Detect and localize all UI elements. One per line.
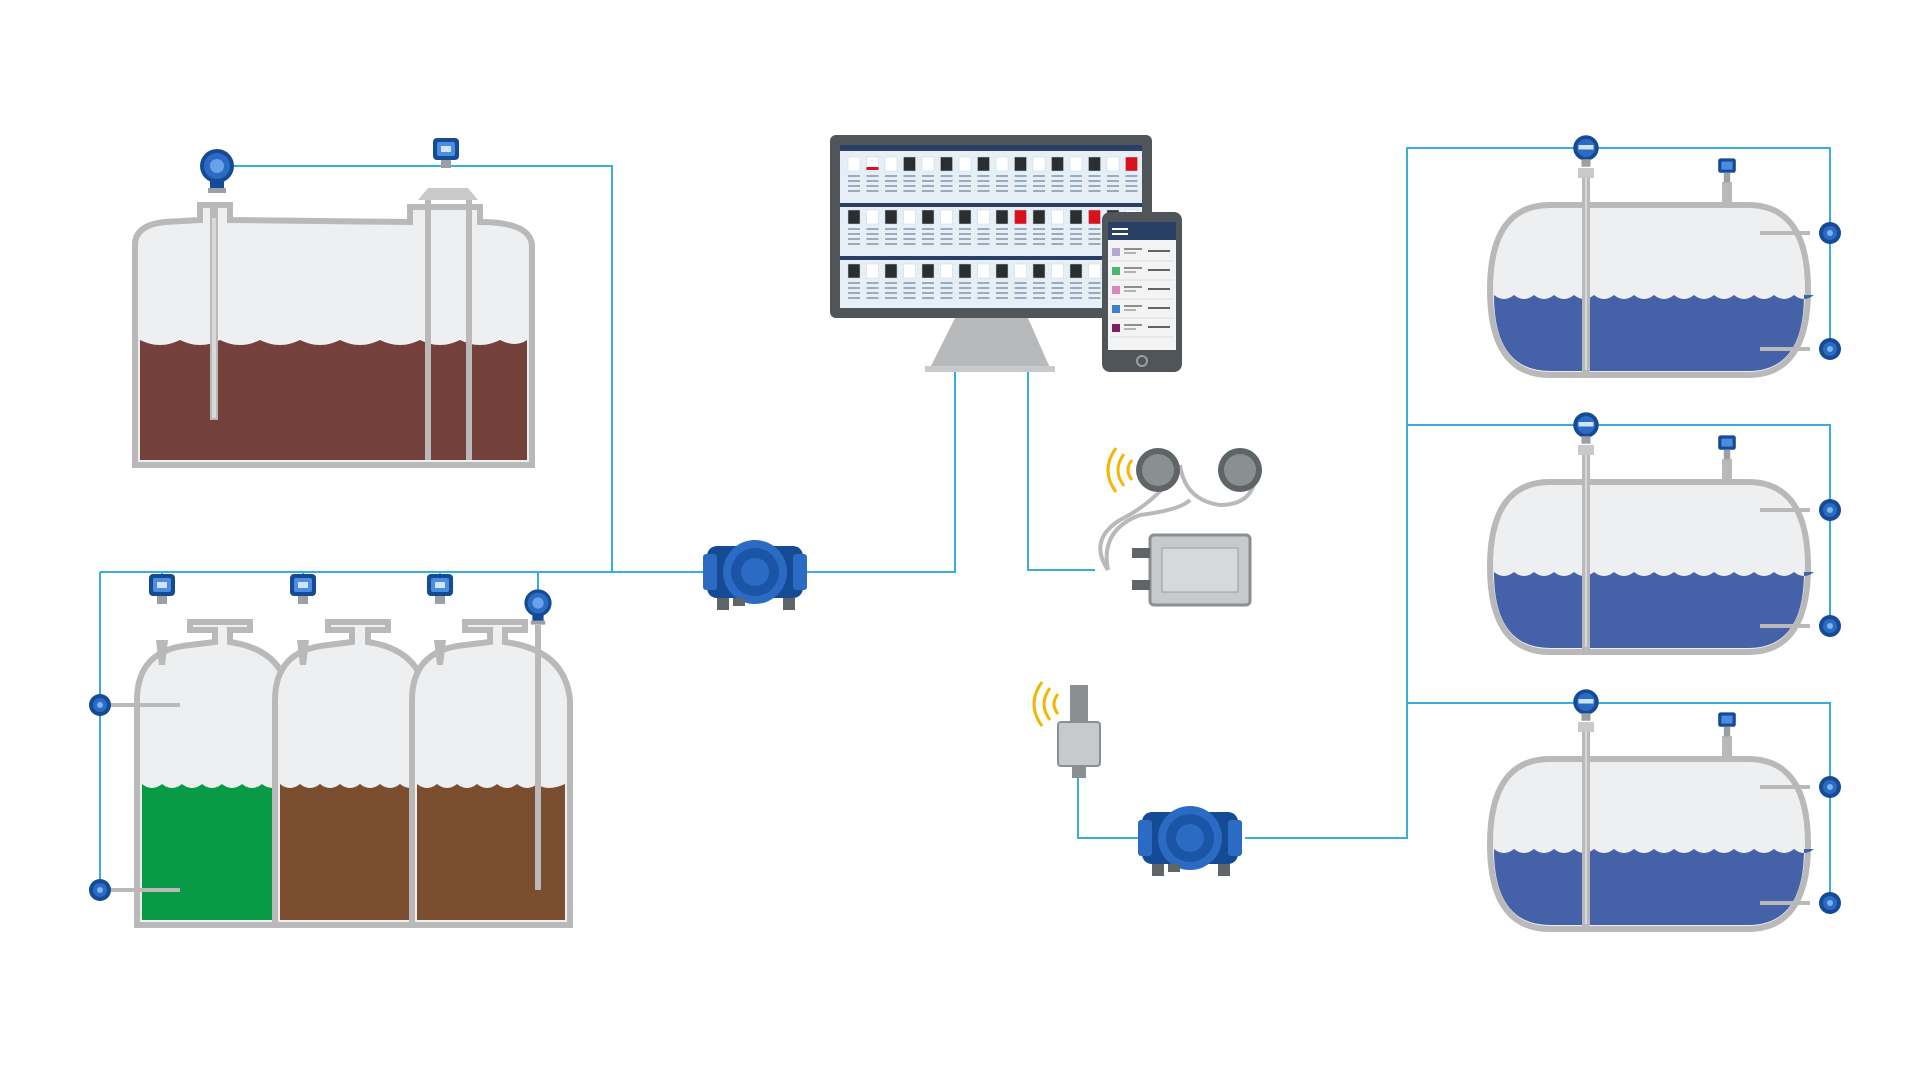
monitor-status-cell	[977, 156, 990, 192]
monitor-status-cell	[995, 209, 1009, 245]
monitor-status-cell	[1014, 209, 1027, 245]
horizontal-tank-group	[1486, 135, 1841, 932]
monitor-status-cell	[847, 209, 861, 245]
monitor-status-cell	[1032, 156, 1046, 192]
flange-mounted-sensor-icon	[1819, 615, 1841, 637]
monitor-status-cell	[903, 263, 916, 299]
monitor-status-cell	[1088, 263, 1101, 299]
monitor-status-cell	[884, 209, 898, 245]
wireless-signal-icon	[1106, 447, 1134, 493]
monitor-status-cell	[1088, 209, 1101, 245]
wireless-gateway-icon	[703, 540, 807, 610]
monitor-status-cell	[940, 156, 953, 192]
monitor-status-cell	[866, 156, 879, 192]
wireless-adapter-icon	[1057, 685, 1101, 778]
monitor-status-cell	[1088, 156, 1101, 192]
monitor-icon	[830, 135, 1152, 372]
guided-wave-radar-icon	[427, 574, 453, 604]
monitor-status-cell	[995, 156, 1009, 192]
guided-wave-radar-icon	[433, 138, 459, 168]
wireless-gateway-icon	[1138, 806, 1242, 876]
monitor-status-cell	[1032, 263, 1046, 299]
monitor-status-cell	[958, 209, 972, 245]
monitor-status-cell	[847, 156, 861, 192]
phone-list-item	[1110, 305, 1174, 319]
monitor-status-cell	[940, 263, 953, 299]
radar-level-transmitter-icon	[524, 589, 552, 625]
phone-item-list	[1110, 248, 1174, 338]
monitor-status-cell	[884, 156, 898, 192]
radar-level-transmitter-icon	[200, 149, 234, 193]
flange-mounted-sensor-icon	[1819, 338, 1841, 360]
monitor-status-cell	[1069, 263, 1083, 299]
monitor-status-cell	[977, 263, 990, 299]
monitor-status-cell	[1014, 156, 1027, 192]
guided-wave-radar-icon	[149, 574, 175, 604]
monitor-status-cell	[1106, 156, 1120, 192]
monitor-status-cell	[921, 156, 935, 192]
horizontal-tank	[1486, 412, 1841, 655]
monitor-status-cell	[977, 209, 990, 245]
dome-tank	[132, 188, 535, 468]
monitor-status-cell	[1032, 209, 1046, 245]
monitor-status-cell	[995, 263, 1009, 299]
monitor-status-cell	[958, 263, 972, 299]
flange-mounted-sensor-icon	[89, 694, 111, 716]
monitor-status-cell	[866, 263, 879, 299]
phone-list-item	[1110, 267, 1174, 281]
monitor-status-cell	[1051, 156, 1064, 192]
monitor-status-cell	[1014, 263, 1027, 299]
monitor-status-cell	[866, 209, 879, 245]
flange-mounted-sensor-icon	[1819, 499, 1841, 521]
guided-wave-radar-icon	[1718, 435, 1736, 460]
monitor-status-cell	[1069, 156, 1083, 192]
flange-mounted-sensor-icon	[1819, 892, 1841, 914]
flange-mounted-sensor-icon	[89, 879, 111, 901]
monitor-status-cell	[1069, 209, 1083, 245]
monitor-status-cell	[903, 156, 916, 192]
monitor-status-cell	[884, 263, 898, 299]
radar-level-transmitter-icon	[1573, 689, 1599, 721]
horizontal-tank	[1486, 689, 1841, 932]
phone-list-item	[1110, 324, 1174, 338]
monitor-status-cell	[940, 209, 953, 245]
guided-wave-radar-icon	[1718, 712, 1736, 737]
monitor-status-cell	[847, 263, 861, 299]
flange-mounted-sensor-icon	[1819, 222, 1841, 244]
radar-level-transmitter-icon	[1573, 412, 1599, 444]
guided-wave-radar-icon	[290, 574, 316, 604]
radar-level-transmitter-icon	[1573, 135, 1599, 167]
phone-list-item	[1110, 286, 1174, 300]
monitor-status-cell	[1051, 263, 1064, 299]
smartphone-icon	[1102, 212, 1182, 372]
monitor-status-cell	[1125, 156, 1138, 192]
vessel-group	[100, 619, 573, 928]
wireless-sensor-assembly	[1098, 448, 1262, 607]
flange-mounted-sensor-icon	[1819, 776, 1841, 798]
horizontal-tank	[1486, 135, 1841, 378]
phone-list-item	[1110, 248, 1174, 262]
wireless-signal-icon	[1032, 681, 1060, 727]
monitor-status-cell	[921, 263, 935, 299]
monitor-status-cell	[903, 209, 916, 245]
guided-wave-radar-icon	[1718, 158, 1736, 183]
monitor-status-cell	[958, 156, 972, 192]
monitor-status-cell	[1051, 209, 1064, 245]
monitor-status-cell	[921, 209, 935, 245]
